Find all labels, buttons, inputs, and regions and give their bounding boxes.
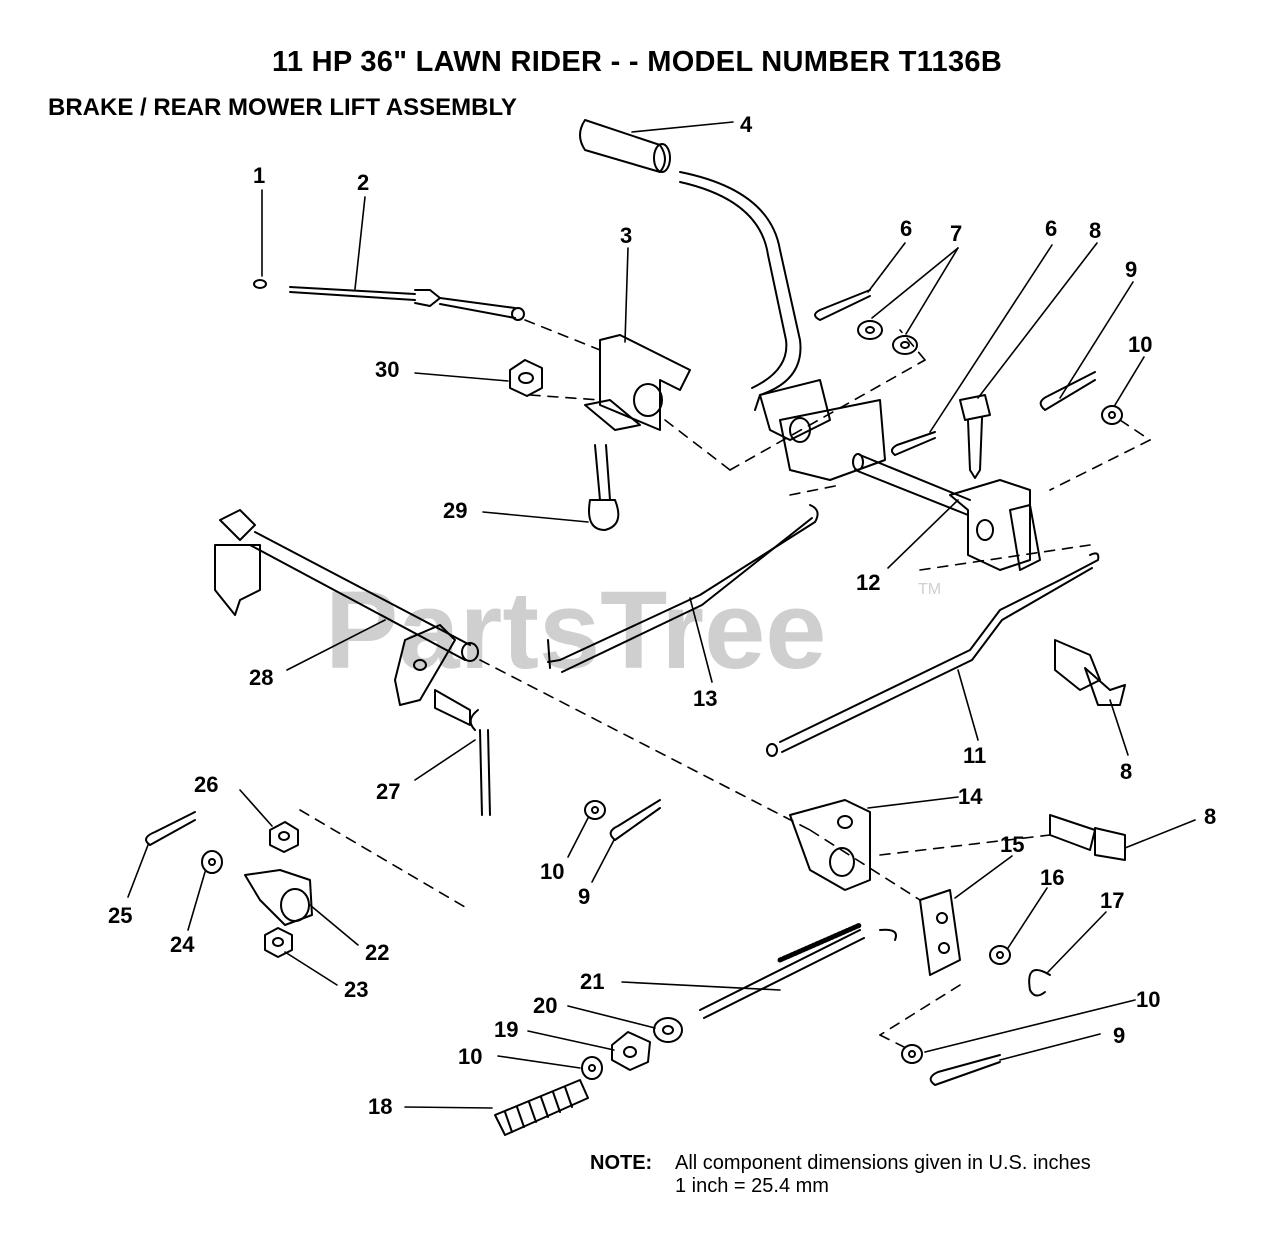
part-11-link-rod (766, 552, 1100, 757)
part-13-link-rod (547, 504, 819, 673)
part-1-pin-cap (253, 279, 267, 289)
callout-8-second: 8 (1120, 759, 1132, 784)
callout-3: 3 (620, 223, 632, 248)
part-20-nut (653, 1017, 683, 1043)
part-9-cotter-pin (1039, 371, 1096, 411)
part-14-bracket (789, 799, 871, 891)
callout-6-second: 6 (1045, 216, 1057, 241)
watermark-trademark: TM (918, 581, 941, 598)
callout-11: 11 (963, 743, 986, 768)
callout-26: 26 (194, 772, 218, 797)
callout-19: 19 (494, 1017, 518, 1042)
part-4-lift-lever (579, 119, 886, 481)
callout-25: 25 (108, 903, 132, 928)
part-17-e-clip (1028, 969, 1051, 997)
callout-12: 12 (856, 570, 880, 595)
callout-18: 18 (368, 1094, 392, 1119)
assembly-subtitle: BRAKE / REAR MOWER LIFT ASSEMBLY (48, 94, 517, 121)
part-6-cotter-pin (814, 289, 871, 321)
callout-14: 14 (958, 784, 983, 809)
part-30-nut (509, 359, 543, 397)
part-16-washer (989, 945, 1011, 965)
callout-4: 4 (740, 112, 753, 137)
note-dimensions-text: All component dimensions given in U.S. i… (675, 1152, 1091, 1174)
callout-9-second: 9 (578, 884, 590, 909)
callout-10: 10 (1128, 332, 1152, 357)
callout-23: 23 (344, 977, 368, 1002)
part-8-bolt-lower (1049, 814, 1126, 861)
callout-9-third: 9 (1113, 1023, 1125, 1048)
callout-10-third: 10 (1136, 987, 1160, 1012)
part-25-cotter-pin (145, 811, 196, 846)
part-18-spring (494, 1079, 589, 1136)
part-10-washer-right (901, 1044, 923, 1064)
callout-30: 30 (375, 357, 399, 382)
callout-13: 13 (693, 686, 717, 711)
part-3-bracket (584, 334, 691, 431)
part-22-trunnion (244, 869, 313, 926)
part-10-washer-low (581, 1056, 603, 1080)
part-27-threaded-bolt (434, 689, 491, 816)
callout-7: 7 (950, 221, 962, 246)
callout-labels: 1 2 3 4 6 7 6 8 9 10 30 29 12 28 13 11 8… (108, 112, 1216, 1119)
callout-10-second: 10 (540, 859, 564, 884)
callout-10-fourth: 10 (458, 1044, 482, 1069)
part-24-washer (201, 850, 223, 874)
note-label: NOTE: (590, 1152, 653, 1174)
callout-6: 6 (900, 216, 912, 241)
part-9-cotter-pin-mid (609, 799, 661, 841)
part-10-washer-mid (584, 800, 606, 820)
callout-24: 24 (170, 932, 195, 957)
callout-29: 29 (443, 498, 467, 523)
part-9-cotter-pin-low (929, 1054, 1001, 1086)
callout-1: 1 (253, 163, 265, 188)
part-26-nut (269, 821, 299, 853)
callout-9: 9 (1125, 257, 1137, 282)
callout-16: 16 (1040, 865, 1064, 890)
callout-15: 15 (1000, 832, 1024, 857)
part-21-threaded-rod (699, 922, 897, 1019)
callout-22: 22 (365, 940, 389, 965)
part-2-brake-rod (289, 286, 525, 321)
watermark-text: PartsTree (325, 569, 826, 692)
callout-27: 27 (376, 779, 400, 804)
part-19-nut (611, 1031, 651, 1071)
part-8-bolt-middle (1054, 639, 1126, 706)
part-10-washer (1101, 405, 1123, 425)
callout-21: 21 (580, 969, 604, 994)
note-conversion-text: 1 inch = 25.4 mm (675, 1175, 829, 1197)
part-23-nut (264, 927, 293, 958)
alignment-lines (299, 319, 1151, 1051)
callout-20: 20 (533, 993, 557, 1018)
callout-8-third: 8 (1204, 804, 1216, 829)
callout-17: 17 (1100, 888, 1124, 913)
part-29-eye-bolt (588, 444, 620, 531)
callout-8: 8 (1089, 218, 1101, 243)
part-8-bolt-upper (959, 394, 991, 479)
part-7-washers (857, 320, 918, 355)
callout-28: 28 (249, 665, 273, 690)
diagram-title: 11 HP 36" LAWN RIDER - - MODEL NUMBER T1… (272, 46, 1003, 78)
part-28-cross-shaft (214, 509, 479, 706)
callout-2: 2 (357, 170, 369, 195)
part-6-cotter-pin-2 (891, 431, 936, 456)
part-15-plate (919, 889, 961, 976)
leader-lines (127, 121, 1196, 1109)
